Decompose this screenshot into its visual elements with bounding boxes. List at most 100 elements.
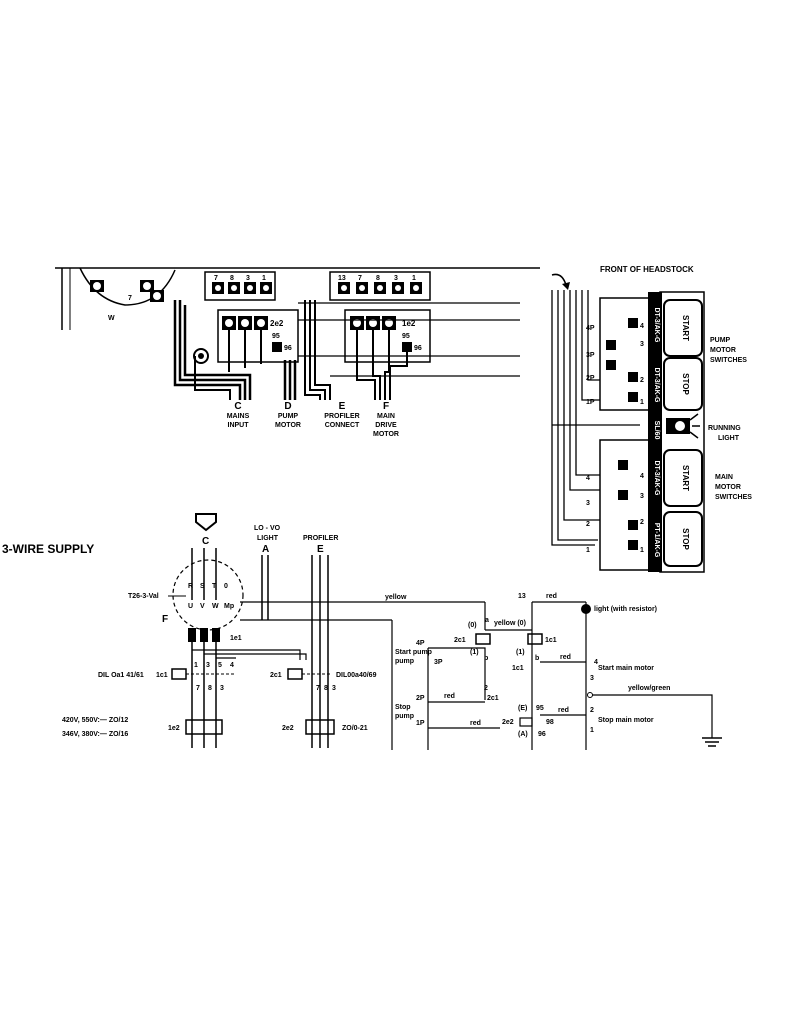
panel-inner-terminal: 1 bbox=[640, 399, 644, 406]
e-label: (E) bbox=[518, 705, 527, 712]
right-contact-8: 8 bbox=[324, 685, 328, 692]
connector-line1: PROFILER bbox=[324, 413, 359, 420]
panel-inner-terminal: 1 bbox=[640, 547, 644, 554]
stop-main-motor: Stop main motor bbox=[598, 717, 654, 724]
right-contact-3: 3 bbox=[332, 685, 336, 692]
left-overload: 1e2 bbox=[168, 719, 223, 735]
connector-line1: MAIN bbox=[377, 413, 395, 420]
right-overload: 2e2 ZO/0-21 bbox=[282, 719, 368, 735]
left-contact-3b: 3 bbox=[220, 685, 224, 692]
yellow-top: yellow bbox=[385, 594, 407, 601]
running-label-2: LIGHT bbox=[718, 435, 740, 442]
coil-2c1-label: 2c1 bbox=[454, 637, 466, 644]
phase-top-label: 0 bbox=[224, 583, 228, 590]
connector-line3: MOTOR bbox=[373, 431, 399, 438]
pump-label-3: SWITCHES bbox=[710, 357, 747, 364]
left-block-95: 95 bbox=[272, 333, 280, 340]
right-block-label: 1e2 bbox=[402, 319, 416, 328]
phase-top-label: R bbox=[188, 583, 193, 590]
connector-letter: E bbox=[339, 401, 346, 412]
two-p: 2P bbox=[416, 695, 425, 702]
panel-inner-terminal: 3 bbox=[640, 341, 644, 348]
right-contactor: 2c1 DIL00a40/69 7 8 3 bbox=[270, 668, 377, 692]
stop-pump-1: Stop bbox=[395, 704, 411, 711]
switch-code: DT-3/AK-G bbox=[653, 461, 660, 497]
panel-button-label: STOP bbox=[681, 373, 690, 395]
connector-line2: CONNECT bbox=[325, 422, 360, 429]
panel-button-label: START bbox=[681, 465, 690, 491]
zero-a: (0) bbox=[468, 622, 477, 629]
one-b-right: (1) bbox=[516, 649, 525, 656]
panel-left-terminal: 2P bbox=[586, 375, 595, 382]
coil-1c1-label: 1c1 bbox=[545, 637, 557, 644]
left-contact-7: 7 bbox=[196, 685, 200, 692]
left-contact-1: 1 bbox=[194, 662, 198, 669]
two-c1: 2c1 bbox=[487, 695, 499, 702]
transformer-label: T26-3-Val bbox=[128, 593, 159, 600]
phase-top-label: S bbox=[200, 583, 205, 590]
lo-vo-letter: A bbox=[262, 544, 269, 555]
two-label: 2 bbox=[484, 685, 488, 692]
phase-bottom-label: W bbox=[212, 603, 219, 610]
yellow-green: yellow/green bbox=[628, 685, 670, 692]
pump-label-2: MOTOR bbox=[710, 347, 736, 354]
three: 3 bbox=[590, 675, 594, 682]
phase-bottom-label: Mp bbox=[224, 603, 234, 610]
left-contact-4: 4 bbox=[230, 662, 234, 669]
panel-button-label: STOP bbox=[681, 528, 690, 550]
a-label: a bbox=[485, 617, 489, 624]
panel-inner-terminal: 4 bbox=[640, 473, 644, 480]
control-circuit: 13 red light (with resistor) (0) a yello… bbox=[395, 593, 722, 750]
right-block-96: 96 bbox=[414, 345, 422, 352]
left-contact-8: 8 bbox=[208, 685, 212, 692]
fuses: 1e1 bbox=[188, 628, 242, 642]
left-block-96: 96 bbox=[284, 345, 292, 352]
panel-inner-terminal: 4 bbox=[640, 323, 644, 330]
right-contact-7: 7 bbox=[316, 685, 320, 692]
one-b: (1) bbox=[470, 649, 479, 656]
left-terminal-number: 1 bbox=[262, 275, 266, 282]
panel-inner-terminal: 2 bbox=[640, 377, 644, 384]
left-contactor: DIL Oa1 41/61 1c1 1 3 5 4 7 8 3 bbox=[98, 662, 236, 692]
thirteen: 13 bbox=[518, 593, 526, 600]
schematic-title: 3-WIRE SUPPLY bbox=[2, 542, 94, 556]
yellow-zero: yellow (0) bbox=[494, 620, 526, 627]
connector-line1: MAINS bbox=[227, 413, 250, 420]
b-label: b bbox=[484, 655, 488, 662]
phase-top-label: T bbox=[212, 583, 217, 590]
switch-code: SL/60 bbox=[653, 421, 660, 440]
panel-left-terminal: 4P bbox=[586, 325, 595, 332]
f-letter: F bbox=[162, 614, 168, 625]
left-terminal-number: 7 bbox=[214, 275, 218, 282]
running-label-1: RUNNING bbox=[708, 425, 741, 432]
red-top: red bbox=[546, 593, 557, 600]
panel-inner-terminal: 2 bbox=[640, 519, 644, 526]
right-terminal-number: 8 bbox=[376, 275, 380, 282]
left-terminal-number: 8 bbox=[230, 275, 234, 282]
right-terminal-number: 7 bbox=[358, 275, 362, 282]
right-overload-rating: ZO/0-21 bbox=[342, 725, 368, 732]
connector-line2: INPUT bbox=[228, 422, 250, 429]
two: 2 bbox=[590, 707, 594, 714]
left-terminal-number: 3 bbox=[246, 275, 250, 282]
four-p: 4P bbox=[416, 640, 425, 647]
ninety-five: 95 bbox=[536, 705, 544, 712]
left-overload-label: 1e2 bbox=[168, 725, 180, 732]
lo-vo-2: LIGHT bbox=[257, 535, 279, 542]
input-letter: C bbox=[202, 536, 209, 547]
switch-code: DT-3/AK-G bbox=[653, 308, 660, 344]
one-c1: 1c1 bbox=[512, 665, 524, 672]
panel-button bbox=[663, 449, 703, 507]
ninety-eight: 98 bbox=[546, 719, 554, 726]
w-label: W bbox=[108, 315, 115, 322]
two-e2: 2e2 bbox=[502, 719, 514, 726]
panel-left-terminal: 1P bbox=[586, 399, 595, 406]
motor-terminal-housing: W 7 bbox=[61, 267, 176, 330]
panel-inner-terminal: 3 bbox=[640, 493, 644, 500]
pump-label-1: PUMP bbox=[710, 337, 731, 344]
right-overload-label: 2e2 bbox=[282, 725, 294, 732]
